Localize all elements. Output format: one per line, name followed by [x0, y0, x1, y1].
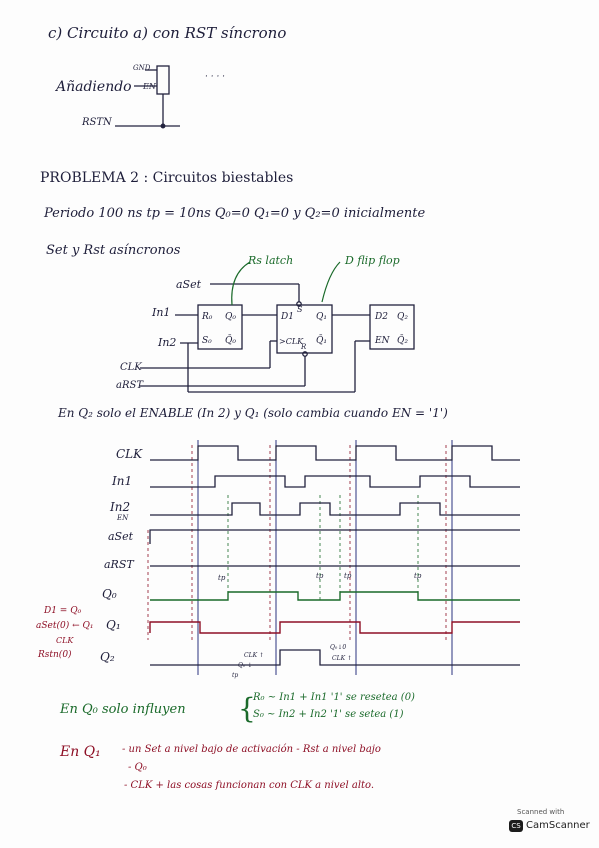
s0-label: S₀ — [202, 336, 212, 346]
d-flipflop-box — [276, 304, 333, 354]
q2bar-label: Q̄₂ — [397, 336, 408, 346]
gnd-label: GND — [133, 64, 151, 72]
wave-aset — [149, 529, 520, 544]
side-note-rstn: Rstn(0) — [38, 650, 72, 660]
annot-tp: tp — [232, 672, 239, 679]
wave-in1 — [150, 475, 520, 488]
note-q0-brace: { — [238, 692, 256, 725]
wave-in2 — [150, 502, 520, 516]
d2-box — [369, 304, 415, 350]
section-c-title: c) Circuito a) con RST síncrono — [48, 24, 287, 42]
s-label: S — [297, 305, 303, 314]
tp-mark-1: tp — [218, 574, 226, 582]
camscanner-logo-icon: CS — [509, 820, 523, 832]
q0bar-label: Q̄₀ — [225, 336, 236, 346]
aset-label: aSet — [176, 278, 202, 291]
note-q0-line1: R₀ ~ In1 + In1 '1' se resetea (0) — [253, 692, 415, 703]
d-flipflop-label: D flip flop — [345, 254, 400, 267]
note-q1-prefix: En Q₁ — [60, 744, 101, 760]
en-block-label: EN — [375, 336, 390, 346]
d1-label: D1 — [281, 312, 294, 322]
note-q1-line2: - Q₀ — [128, 762, 147, 773]
set-rst-line: Set y Rst asíncronos — [46, 243, 181, 258]
rstn-label: RSTN — [82, 117, 112, 128]
side-note-clk: CLK — [56, 636, 74, 645]
timing-label-arst: aRST — [104, 558, 134, 571]
annot-clk-up: CLK ↑ — [244, 652, 264, 659]
note-q1-line1: - un Set a nivel bajo de activación - Rs… — [122, 744, 381, 755]
clk-in-label: >CLK — [279, 337, 304, 346]
timing-label-en: EN — [117, 514, 129, 522]
r0-label: R₀ — [202, 312, 213, 322]
annot-q0-0: Q₀↓0 — [330, 644, 347, 651]
side-note-d1: D1 = Q₀ — [44, 606, 82, 616]
note-q1-line3: - CLK + las cosas funcionan con CLK a ni… — [124, 780, 375, 791]
badge-name: CamScanner — [526, 820, 590, 831]
wave-q1 — [149, 621, 520, 634]
r-label: R — [301, 343, 307, 351]
dots: · · · · — [205, 72, 226, 82]
note-q0-prefix: En Q₀ solo influyen — [60, 702, 186, 717]
timing-label-in2: In2 — [110, 500, 131, 514]
note-q0-line2: S₀ ~ In2 + In2 '1' se setea (1) — [253, 709, 404, 720]
camscanner-badge: Scanned with CS CamScanner — [505, 808, 590, 838]
wave-q2 — [150, 649, 520, 666]
clk-label: CLK — [120, 362, 142, 373]
in1-label: In1 — [152, 306, 171, 319]
q1bar-label: Q̄₁ — [316, 336, 327, 346]
side-note-aset: aSet(0) ← Q₁ — [36, 621, 94, 631]
wave-clk — [150, 445, 520, 461]
note-q2: En Q₂ solo el ENABLE (In 2) y Q₁ (solo c… — [58, 406, 448, 420]
period-line: Periodo 100 ns tp = 10ns Q₀=0 Q₁=0 y Q₂=… — [44, 206, 426, 221]
problem2-title: PROBLEMA 2 : Circuitos biestables — [40, 170, 294, 186]
tp-mark-3: tp — [344, 572, 352, 580]
badge-caption: Scanned with — [517, 808, 565, 816]
adding-label: Añadiendo — [56, 79, 132, 95]
timing-label-q2: Q₂ — [100, 650, 115, 664]
q1-label: Q₁ — [316, 312, 327, 322]
annot-clk-up-2: CLK ↑ — [332, 655, 352, 662]
q2-label: Q₂ — [397, 312, 408, 322]
timing-label-clk: CLK — [116, 447, 143, 461]
q0-label: Q₀ — [225, 312, 236, 322]
timing-label-q1: Q₁ — [106, 618, 121, 632]
rs-latch-label: Rs latch — [248, 254, 294, 267]
wave-q0 — [150, 591, 520, 601]
arst-label: aRST — [116, 380, 144, 391]
d2-label: D2 — [375, 312, 388, 322]
timing-label-q0: Q₀ — [102, 587, 117, 601]
timing-label-in1: In1 — [112, 474, 133, 488]
rs-latch-box — [197, 304, 243, 350]
timing-label-aset: aSet — [108, 530, 134, 543]
buffer-box — [156, 65, 170, 95]
in2-label: In2 — [158, 336, 177, 349]
